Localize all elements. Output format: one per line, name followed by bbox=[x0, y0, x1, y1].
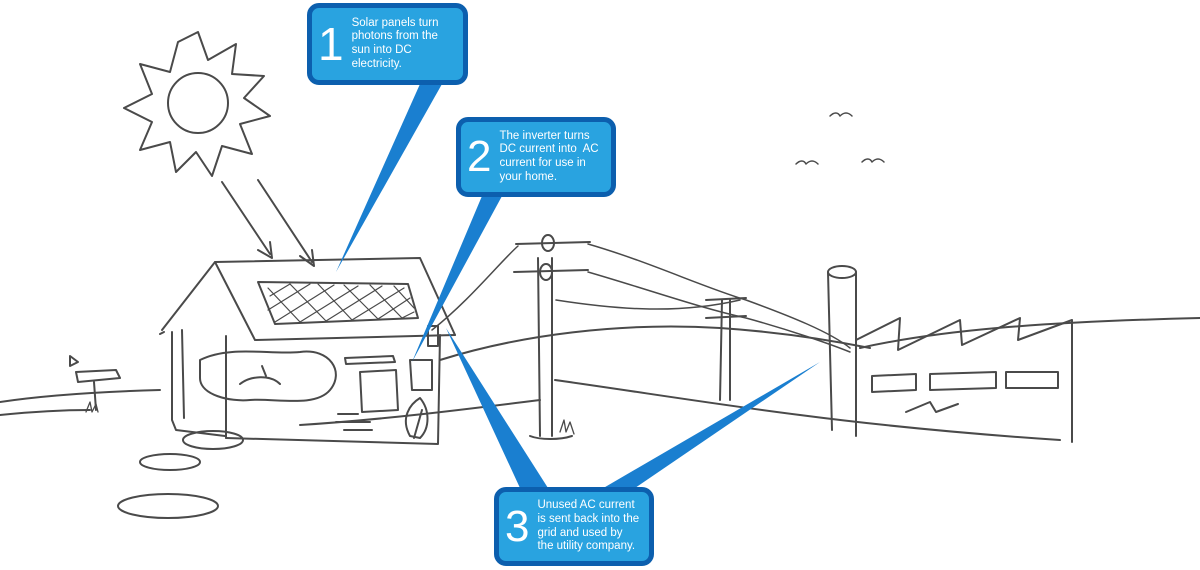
callout-pointers bbox=[336, 84, 820, 490]
callout-3-line: grid and used by bbox=[537, 526, 623, 539]
callout-2-line: The inverter turns bbox=[499, 129, 590, 142]
callout-3: 3 Unused AC current is sent back into th… bbox=[494, 487, 654, 566]
callout-1-pointer bbox=[336, 84, 442, 272]
callout-3-pointer-secondary bbox=[600, 362, 820, 490]
callout-3-line: is sent back into the bbox=[537, 512, 640, 525]
callout-2-line: DC current into AC bbox=[499, 143, 599, 156]
callout-3-line: Unused AC current bbox=[537, 499, 635, 512]
callout-1-line: sun into DC electricity. bbox=[351, 44, 412, 70]
ground-lines bbox=[0, 317, 1200, 441]
sun-icon bbox=[123, 31, 271, 177]
stepping-stones bbox=[117, 430, 244, 519]
house-sketch bbox=[159, 257, 456, 445]
sun-ray-arrows bbox=[221, 179, 315, 267]
mailbox bbox=[69, 355, 121, 411]
callout-2-pointer bbox=[412, 196, 502, 362]
callout-1-text: Solar panels turn photons from the sun i… bbox=[352, 17, 463, 71]
callout-1-line: Solar panels turn bbox=[351, 16, 439, 29]
callout-3-number: 3 bbox=[505, 501, 530, 551]
callout-3-pointer bbox=[446, 328, 548, 488]
callout-2: 2 The inverter turns DC current into AC … bbox=[456, 117, 616, 197]
callout-1-number: 1 bbox=[318, 18, 344, 70]
power-lines bbox=[431, 243, 851, 353]
callout-3-text: Unused AC current is sent back into the … bbox=[537, 499, 639, 553]
callout-1-line: photons from the bbox=[351, 30, 438, 43]
callout-3-line: the utility company. bbox=[537, 540, 636, 553]
birds bbox=[795, 112, 885, 165]
callout-2-number: 2 bbox=[467, 132, 492, 181]
callout-2-text: The inverter turns DC current into AC cu… bbox=[499, 130, 598, 184]
callout-2-line: your home. bbox=[499, 170, 558, 183]
factory-sketch bbox=[827, 265, 1073, 443]
utility-pole-near bbox=[513, 234, 591, 440]
solar-panel bbox=[257, 281, 419, 325]
callout-1: 1 Solar panels turn photons from the sun… bbox=[307, 3, 468, 85]
grass bbox=[85, 401, 575, 435]
callout-2-line: current for use in bbox=[499, 157, 586, 169]
